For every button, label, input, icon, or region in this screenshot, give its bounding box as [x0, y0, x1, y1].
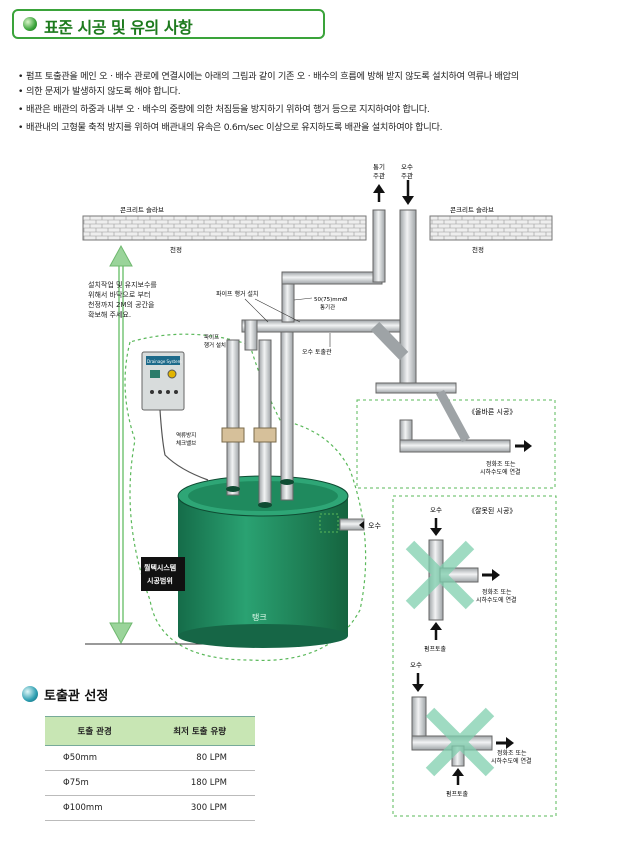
note-3: 배관내의 고형물 축적 방지를 위하여 배관내의 유속은 0.6m/sec 이상…: [18, 120, 443, 135]
table-row: Φ75m 180 LPM: [45, 770, 255, 796]
wye-branch: [370, 321, 409, 361]
vent-horizontal: [281, 271, 383, 285]
wrong2-dest: 정화조 또는 시하수도에 연결: [491, 750, 532, 765]
spec-cell: 80 LPM: [144, 745, 255, 771]
scope-boundary: [124, 333, 367, 662]
vent-size-label: 50(75)mmØ 통기관: [314, 296, 349, 311]
wrong-box: [392, 495, 557, 817]
pump-outlet-label: 펌프토출: [424, 645, 447, 653]
spec-cell: 300 LPM: [144, 795, 255, 821]
pump-outlet2-label: 펌프토출: [446, 790, 469, 798]
spec-cell: Φ50mm: [45, 745, 145, 771]
section-title: 표준 시공 및 유의 사항: [44, 18, 193, 37]
wrong-top-label: 오수: [430, 506, 442, 514]
wrong-up-arrow-icon: [430, 622, 442, 630]
wrong-title: 《잘못된 시공》: [468, 507, 516, 515]
discharge-pipe-1: [226, 339, 240, 496]
slab-right-label: 콘크리트 슬라브: [450, 205, 494, 214]
bullet-circle-icon: [23, 17, 37, 31]
inlet-dashed-box: [319, 513, 339, 533]
vent-main-pipe: [372, 209, 386, 283]
table-row: Φ100mm 300 LPM: [45, 795, 255, 821]
tank-label: 탱크: [252, 612, 267, 622]
wrong2-down-arrow-icon: [412, 684, 424, 692]
header-drop: [244, 319, 258, 351]
ceiling-right-label: 천정: [472, 245, 484, 254]
correct-pipe-top: [375, 382, 457, 394]
panel-brand: Drainage System: [147, 359, 182, 364]
slab-left-label: 콘크리트 슬라브: [120, 205, 164, 214]
discharge-pipe-2: [258, 339, 272, 506]
sewage-outlet-label: 오수 토출관: [302, 348, 332, 356]
port-2: [258, 502, 272, 508]
wrong2-right-arrow-icon: [506, 737, 514, 749]
sewage-in-label: 오수: [368, 522, 381, 530]
vent-main-label: 통기 주관: [373, 162, 387, 180]
spec-cell: 180 LPM: [144, 770, 255, 796]
wrong2-top-label: 오수: [410, 661, 422, 669]
port-3: [280, 479, 294, 485]
correct-pipe-main: [399, 439, 511, 453]
note-1: 펌프 토출관을 메인 오ㆍ배수 관로에 연결시에는 아래의 그림과 같이 기존 …: [18, 69, 519, 84]
tank: 탱크: [177, 475, 349, 648]
pipe-hanger-label: 파이프 행거 설치: [216, 290, 258, 298]
correct-dest: 정화조 또는 시하수도에 연결: [480, 461, 521, 476]
bullet-circle-icon: [22, 686, 38, 702]
wrong-right-arrow-icon: [492, 569, 500, 581]
spec-table: 토출 관경 최저 토출 유량 Φ50mm 80 LPM Φ75m 180 LPM…: [45, 716, 255, 821]
wrong-dest: 정화조 또는 시하수도에 연결: [476, 589, 517, 604]
scope-badge-text: 월텍시스템 시공범위: [144, 563, 179, 585]
space-note: 설치작업 및 유지보수를 위해서 바닥으로 부터 천정까지 2M의 공간을 확보…: [88, 280, 159, 319]
check-valve-1: [221, 427, 245, 443]
sewage-main-label: 오수 주관: [401, 163, 415, 180]
correct-title: 《올바른 시공》: [468, 407, 516, 416]
check-valve-label: 역류방지 체크밸브: [176, 431, 198, 447]
spec-cell: Φ75m: [45, 770, 145, 796]
wrong2-x-icon: [425, 707, 495, 777]
concrete-slab-right: [429, 215, 553, 241]
spec-header-diameter: 토출 관경: [45, 716, 145, 746]
small-hanger-label: 파이프 행거 설치: [204, 333, 226, 349]
note-1-continuation: 의한 문제가 발생하지 않도록 해야 합니다.: [26, 86, 181, 97]
section-header: 표준 시공 및 유의 사항: [12, 9, 325, 39]
check-valve-2: [253, 427, 277, 443]
wrong-down-arrow-icon: [430, 528, 442, 536]
note-2: 배관은 배관의 하중과 내부 오ㆍ배수의 중량에 의한 처짐등을 방지하기 위하…: [18, 102, 430, 117]
port-1: [226, 486, 240, 492]
spec-header-row: 토출 관경 최저 토출 유량: [45, 716, 255, 746]
note-1-cont: 의한 문제가 발생하지 않도록 해야 합니다.: [18, 84, 181, 99]
table-row: Φ50mm 80 LPM: [45, 745, 255, 771]
wrong-x-icon: [405, 540, 475, 610]
correct-box: [356, 399, 556, 489]
scope-badge: [141, 557, 185, 591]
spec-cell: Φ100mm: [45, 795, 145, 821]
control-panel: Drainage System: [141, 351, 185, 411]
panel-cable: [159, 409, 209, 481]
height-arrow: [109, 244, 133, 645]
wrong2-up-arrow-icon: [452, 768, 464, 776]
inlet-arrow-icon: [359, 521, 364, 529]
sewage-main-pipe: [399, 209, 417, 391]
pipe-selection-title: 토출관 선정: [44, 689, 109, 704]
ceiling-left-label: 천정: [170, 245, 182, 254]
concrete-slab-left: [82, 215, 367, 241]
vent-riser-pipe: [280, 329, 294, 501]
spec-header-flow: 최저 토출 유량: [144, 716, 255, 746]
